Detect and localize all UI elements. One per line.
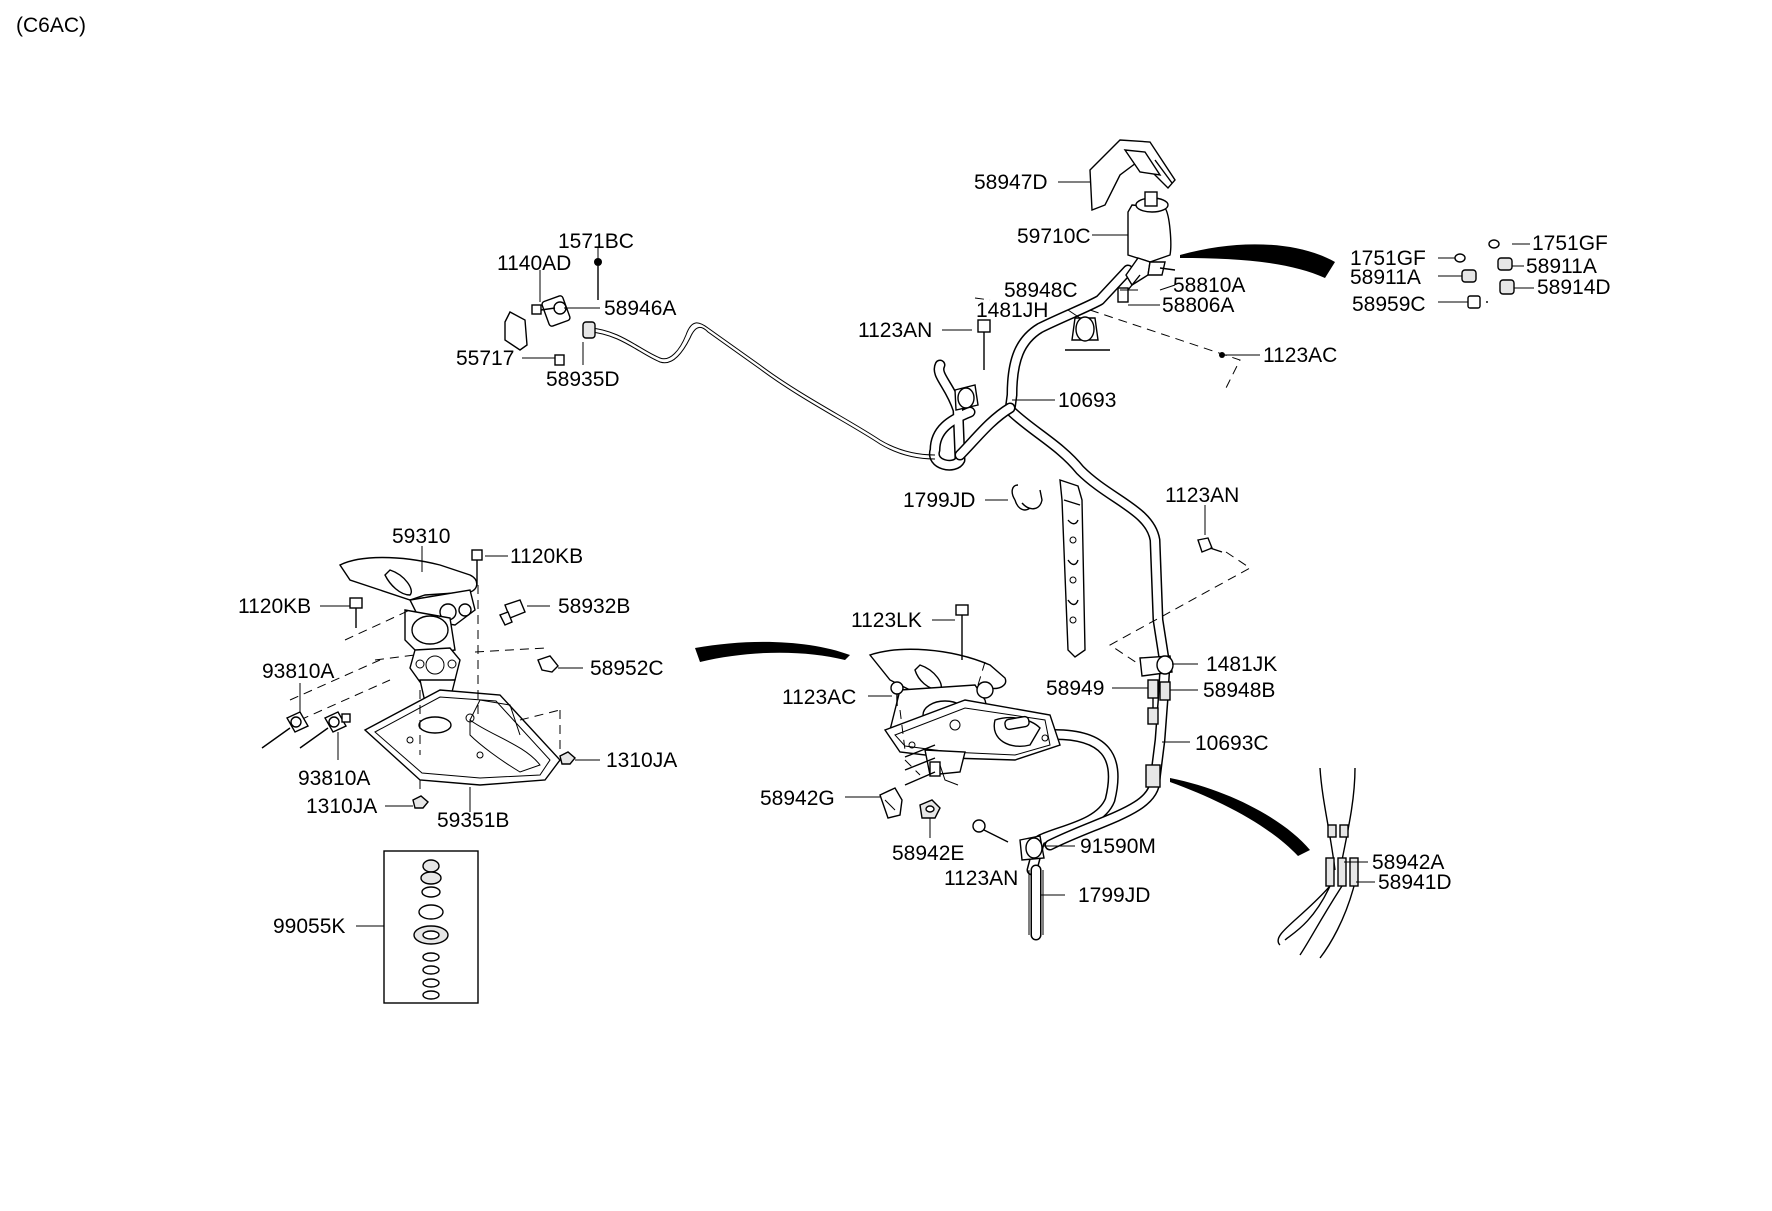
reservoir-tank	[1125, 191, 1172, 286]
label-99055K: 99055K	[273, 915, 345, 938]
connector-detail-58942A	[1277, 767, 1359, 959]
label-1120KB-top: 1120KB	[510, 545, 583, 568]
clip-58952C	[537, 655, 559, 673]
label-58911A-left: 58911A	[1350, 266, 1421, 289]
switch-assembly-58946A	[504, 258, 602, 366]
hose-clamp-1481JH	[1065, 316, 1110, 351]
label-58942A: 58942A	[1372, 851, 1444, 874]
fittings-detail	[1454, 239, 1515, 309]
label-1481JH: 1481JH	[976, 299, 1048, 322]
hose-clamp-upper	[954, 384, 979, 411]
main-hose	[928, 264, 1171, 941]
nut-1310JA-right	[559, 751, 576, 765]
label-1123LK: 1123LK	[851, 609, 922, 632]
clip-58942G	[879, 787, 903, 819]
detail-arrow-lower	[1170, 778, 1310, 856]
label-58911A-right: 58911A	[1526, 255, 1597, 278]
label-58942E: 58942E	[892, 842, 964, 865]
label-58946A: 58946A	[604, 297, 676, 320]
sensor-93810A-left	[261, 711, 309, 749]
label-59351B: 59351B	[437, 809, 509, 832]
label-58932B: 58932B	[558, 595, 630, 618]
clamp-91590M	[1019, 835, 1045, 861]
label-58935D: 58935D	[546, 368, 620, 391]
detail-arrow-upper	[1180, 244, 1335, 278]
label-58952C: 58952C	[590, 657, 664, 680]
label-58942G: 58942G	[760, 787, 835, 810]
label-93810A-bottom: 93810A	[298, 767, 370, 790]
label-1123AN-lower: 1123AN	[944, 867, 1018, 890]
label-1799JD-upper: 1799JD	[903, 489, 975, 512]
label-1123AC-mid: 1123AC	[782, 686, 856, 709]
label-58948C: 58948C	[1004, 279, 1078, 302]
sensor-93810A-right	[299, 711, 351, 749]
bolt-1123AN-right	[1197, 537, 1223, 553]
label-1571BC: 1571BC	[558, 230, 634, 253]
label-59710C: 59710C	[1017, 225, 1091, 248]
label-1120KB-left: 1120KB	[238, 595, 311, 618]
leader-lines	[299, 181, 1534, 927]
label-1310JA-bottom: 1310JA	[306, 795, 377, 818]
label-1140AD: 1140AD	[497, 252, 571, 275]
label-1123AN-upper: 1123AN	[858, 319, 932, 342]
label-1123AN-right: 1123AN	[1165, 484, 1239, 507]
reservoir-bracket	[1089, 139, 1176, 212]
label-1123AC-upper: 1123AC	[1263, 344, 1337, 367]
bolt-1120KB-left	[349, 597, 363, 628]
nut-1310JA-bottom	[412, 795, 429, 809]
label-1751GF-right: 1751GF	[1532, 232, 1608, 255]
label-58941D: 58941D	[1378, 871, 1452, 894]
bolt-1123AN-upper	[977, 319, 991, 370]
label-58959C: 58959C	[1352, 293, 1426, 316]
base-plate-59351B	[363, 689, 561, 786]
label-1310JA-right: 1310JA	[606, 749, 677, 772]
label-58914D: 58914D	[1537, 276, 1611, 299]
part-labels: 58947D 59710C 1751GF 1751GF 58911A 58911…	[238, 171, 1611, 938]
fitting-58932B	[499, 599, 526, 626]
label-1751GF-left: 1751GF	[1350, 247, 1426, 270]
bolt-1123LK	[955, 604, 969, 660]
bolt-1120KB-top	[471, 549, 483, 585]
label-10693: 10693	[1058, 389, 1116, 412]
label-58810A: 58810A	[1173, 274, 1245, 297]
label-55717: 55717	[456, 347, 514, 370]
label-1481JK: 1481JK	[1206, 653, 1277, 676]
label-58947D: 58947D	[974, 171, 1048, 194]
label-91590M: 91590M	[1080, 835, 1156, 858]
pedal-assembly-59310	[338, 556, 478, 703]
connectors-58948B	[1145, 679, 1171, 788]
grommet-58942E	[919, 799, 941, 819]
hose-clamp-1481JK	[1139, 655, 1174, 677]
clip-1799JD-upper	[1011, 484, 1043, 511]
label-58949: 58949	[1046, 677, 1104, 700]
detail-arrow-middle	[695, 641, 850, 662]
label-58948B: 58948B	[1203, 679, 1275, 702]
pedal-assembly-right	[868, 648, 1061, 786]
bolt-1123AN-lower	[972, 819, 1009, 843]
label-93810A-top: 93810A	[262, 660, 334, 683]
label-10693C: 10693C	[1195, 732, 1269, 755]
bracket-plate	[1059, 478, 1086, 658]
bolt-1123AC-mid	[890, 681, 904, 706]
label-59310: 59310	[392, 525, 450, 548]
seal-kit-99055K	[383, 850, 479, 1004]
label-58806A: 58806A	[1162, 294, 1234, 317]
label-1799JD-lower: 1799JD	[1078, 884, 1150, 907]
diagram-code: (C6AC)	[16, 14, 86, 37]
